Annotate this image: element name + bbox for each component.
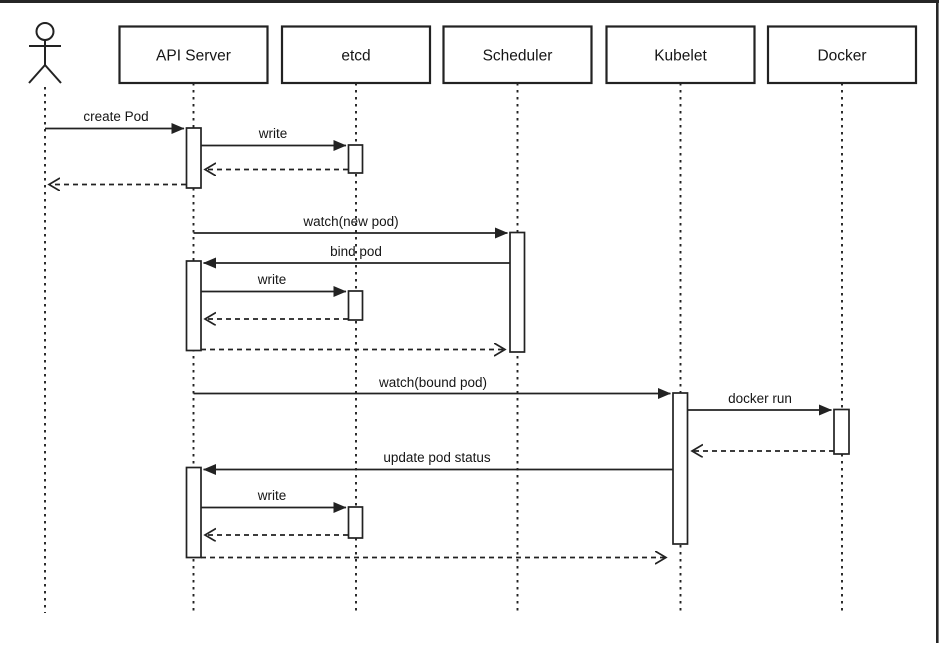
participant-etcd: etcd xyxy=(280,25,432,85)
activation-scheduler xyxy=(509,231,526,353)
activation-etcd-1 xyxy=(347,144,364,174)
activation-docker xyxy=(833,408,850,455)
participant-label-docker: Docker xyxy=(817,48,866,65)
participant-headers: API Server etcd Scheduler Kubelet Docker xyxy=(118,25,918,85)
actor-figure xyxy=(28,22,62,84)
actor-leg-left xyxy=(28,64,46,84)
participant-box xyxy=(605,25,756,85)
label-docker-run: docker run xyxy=(728,391,792,406)
label-watch-new-pod: watch(new pod) xyxy=(302,214,398,229)
activation-etcd-2 xyxy=(347,290,364,321)
label-write-2: write xyxy=(257,272,287,287)
participant-docker: Docker xyxy=(766,25,918,85)
label-write-3: write xyxy=(257,488,287,503)
label-write-1: write xyxy=(258,126,288,141)
activation-api-server-2 xyxy=(185,260,202,352)
participant-box xyxy=(766,25,918,85)
participant-label-kubelet: Kubelet xyxy=(654,48,707,65)
actor-leg-right xyxy=(44,64,62,84)
label-create-pod: create Pod xyxy=(83,109,148,124)
participant-kubelet: Kubelet xyxy=(605,25,756,85)
label-bind-pod: bind pod xyxy=(330,244,382,259)
label-update-pod-status: update pod status xyxy=(383,450,491,465)
participant-box xyxy=(280,25,432,85)
participant-label-etcd: etcd xyxy=(341,48,370,65)
participant-api-server: API Server xyxy=(118,25,269,85)
participant-scheduler: Scheduler xyxy=(442,25,593,85)
participant-box xyxy=(442,25,593,85)
participant-label-scheduler: Scheduler xyxy=(483,48,553,65)
activation-api-server-3 xyxy=(185,466,202,559)
actor-head xyxy=(35,22,55,41)
activation-api-server-1 xyxy=(185,127,202,189)
participant-label-api-server: API Server xyxy=(156,48,231,65)
activation-etcd-3 xyxy=(347,506,364,539)
activation-kubelet xyxy=(672,392,689,545)
participant-box xyxy=(118,25,269,85)
label-watch-bound-pod: watch(bound pod) xyxy=(378,375,487,390)
